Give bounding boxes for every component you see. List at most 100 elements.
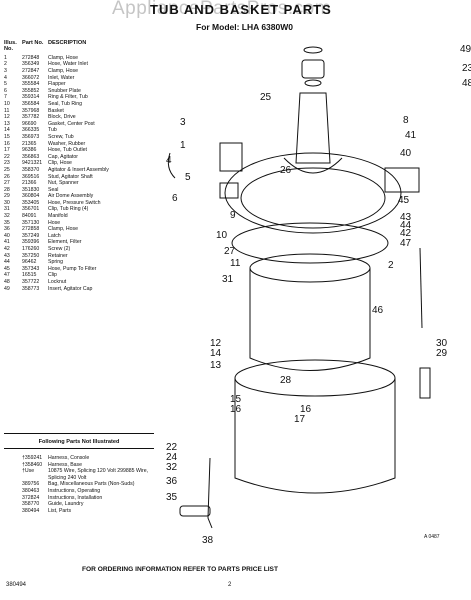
callout-label: 48: [462, 78, 471, 89]
basket-top-shape: [249, 253, 371, 283]
part-number: 366335: [22, 127, 40, 134]
illus-number: 36: [4, 226, 10, 233]
tub-ring-shape: [224, 152, 402, 234]
part-description: Hose, Pump To Filter: [48, 265, 97, 272]
illus-number: 23: [4, 160, 10, 167]
callout-label: 27: [224, 246, 236, 257]
col-illus-header: Illus. No.: [4, 40, 17, 53]
part-number: 358770: [22, 501, 40, 508]
illus-number: [4, 488, 22, 495]
col-part-header: Part No.: [22, 40, 44, 46]
callout-label: 16: [230, 404, 242, 415]
page-number: 2: [228, 582, 232, 588]
flapper-shape: [219, 182, 239, 199]
part-number: 176260: [22, 246, 40, 253]
callout-label: 6: [172, 193, 178, 204]
part-number: 360804: [22, 193, 40, 200]
agitator-cap-shape: [301, 59, 325, 79]
illus-number: 13: [4, 120, 10, 127]
table-divider: [4, 433, 154, 434]
callout-label: 4: [166, 155, 172, 166]
callout-label: 41: [405, 130, 417, 141]
illus-number: [4, 481, 22, 488]
illus-number: 43: [4, 252, 10, 259]
illus-number: 40: [4, 232, 10, 239]
callout-label: 2: [388, 260, 394, 271]
part-description: Bag, Miscellaneous Parts (Non-Suds): [48, 481, 135, 488]
part-description: Clip, Hose: [48, 160, 72, 167]
part-number: 358370: [22, 166, 40, 173]
illus-number: 29: [4, 193, 10, 200]
part-description: Locknut: [48, 279, 67, 285]
col-desc-header: DESCRIPTION: [48, 40, 87, 46]
illus-number: 22: [4, 153, 10, 160]
tub-shape: [234, 378, 396, 494]
part-number: 21365: [22, 140, 37, 147]
callout-label: 40: [400, 148, 412, 159]
callout-label: 46: [372, 305, 384, 316]
callout-label: 30: [436, 338, 448, 349]
part-number: 357722: [22, 279, 40, 285]
part-description: Instructions, Installation: [48, 494, 103, 501]
part-number: 359314: [22, 94, 40, 101]
table-row: 389756 Bag, Miscellaneous Parts (Non-Suds…: [4, 481, 154, 488]
illus-number: 7: [4, 94, 7, 101]
callout-label: 12: [210, 338, 222, 349]
illus-number: [4, 462, 22, 469]
part-number: 357782: [22, 114, 40, 121]
illus-number: 15: [4, 133, 10, 140]
part-number: 96462: [22, 259, 37, 266]
not-illustrated-heading: Following Parts Not Illustrated: [38, 439, 120, 445]
callout-label: 45: [398, 195, 410, 206]
illus-number: 26: [4, 173, 10, 180]
basket-shape: [249, 268, 371, 371]
part-description: Hose, Pressure Switch: [48, 199, 101, 206]
part-description: Retainer: [48, 252, 68, 259]
callout-label: 28: [280, 375, 292, 386]
part-number: 389756: [22, 481, 40, 488]
watermark: AppliancePartsPros.com: [112, 0, 332, 19]
callout-label: 49: [460, 44, 471, 55]
part-description: Stud, Agitator Shaft: [48, 173, 93, 180]
document-number: 380494: [6, 582, 27, 588]
callout-label: 15: [230, 394, 242, 405]
filter-element-shape: [384, 167, 420, 193]
illus-number: 25: [4, 166, 10, 173]
part-description: Clip, Tub Ring (4): [48, 206, 89, 213]
part-description: Harness, Console: [48, 455, 90, 461]
illus-number: 5: [4, 81, 7, 88]
illus-number: 30: [4, 199, 10, 206]
part-description: Agitator & Insert Assembly: [48, 166, 109, 173]
callout-label: 5: [185, 172, 191, 183]
callout-label: 10: [216, 230, 228, 241]
callout-label: 31: [222, 274, 234, 285]
part-description: Spring: [48, 259, 63, 266]
part-description: Tub: [48, 127, 57, 134]
part-description: Washer, Rubber: [48, 140, 86, 147]
part-description: Latch: [48, 232, 61, 239]
air-dome-shape: [419, 367, 431, 399]
callout-label: 35: [166, 492, 178, 503]
water-inlet-hose-shape: [167, 152, 176, 179]
